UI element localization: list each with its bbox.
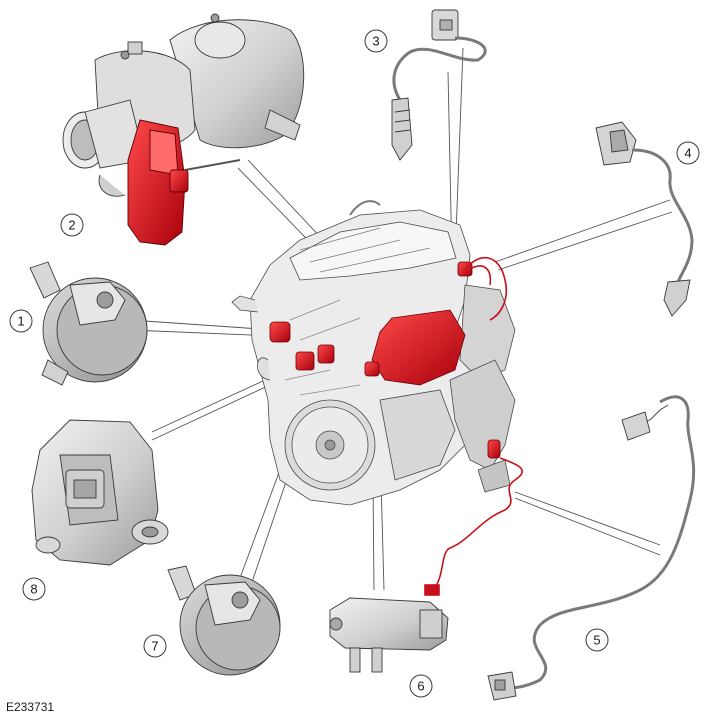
- callout-4: 4: [676, 141, 700, 165]
- callout-2: 2: [60, 213, 84, 237]
- reference-code: E233731: [6, 700, 54, 714]
- callout-number: 3: [372, 34, 379, 49]
- callout-1: 1: [9, 309, 33, 333]
- pressure-sensor-6: [329, 597, 449, 673]
- engine-assembly: [231, 200, 516, 506]
- oxygen-sensor-3: [391, 9, 487, 161]
- engine-highlights: [269, 261, 501, 459]
- callout-number: 1: [17, 314, 24, 329]
- callout-number: 5: [593, 633, 600, 648]
- callout-number: 7: [151, 639, 158, 654]
- sensor-7: [167, 565, 281, 676]
- callout-number: 4: [684, 146, 691, 161]
- oxygen-sensor-4: [595, 121, 694, 317]
- sensor-1: [29, 261, 148, 386]
- callout-3: 3: [364, 29, 388, 53]
- engine-harness-wires: [424, 256, 523, 596]
- valve-body-8: [31, 419, 169, 566]
- turbo-actuator-highlight: [127, 119, 189, 246]
- callout-number: 8: [30, 582, 37, 597]
- callout-number: 6: [417, 679, 424, 694]
- callout-8: 8: [22, 577, 46, 601]
- callouts: 1 2 3 4 5 6 7 8: [9, 29, 700, 698]
- callout-number: 2: [68, 218, 75, 233]
- oxygen-sensor-5: [487, 395, 696, 701]
- callout-6: 6: [409, 674, 433, 698]
- callout-5: 5: [585, 628, 609, 652]
- callout-7: 7: [143, 634, 167, 658]
